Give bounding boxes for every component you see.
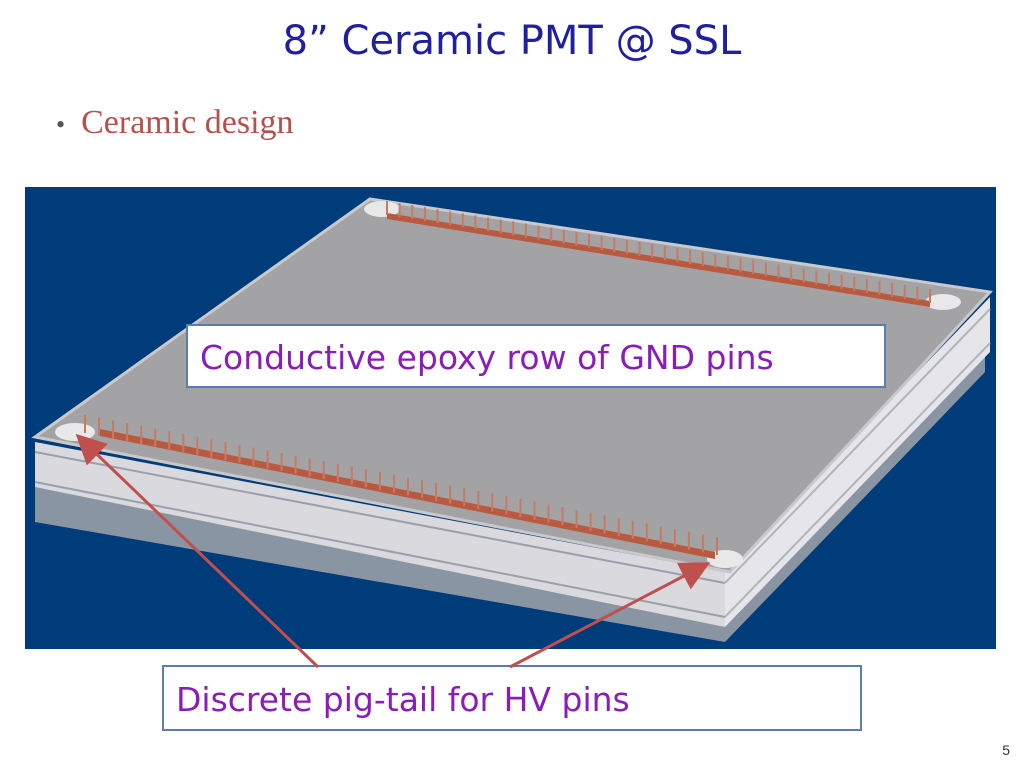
gnd-pins-callout: Conductive epoxy row of GND pins xyxy=(186,324,886,388)
bullet-icon: • xyxy=(56,110,66,140)
gnd-epoxy-strip-top xyxy=(387,213,930,307)
ceramic-pmt-render xyxy=(25,187,996,649)
slide-title: 8” Ceramic PMT @ SSL xyxy=(282,18,742,64)
pin-pad-top-left xyxy=(364,201,400,217)
gnd-pin-row-top xyxy=(386,201,931,303)
hv-pins-callout: Discrete pig-tail for HV pins xyxy=(162,665,862,731)
bullet-item: • Ceramic design xyxy=(56,104,294,142)
plate-side-right xyxy=(725,297,990,627)
bullet-text: Ceramic design xyxy=(81,104,294,141)
hv-pin-pad-left xyxy=(55,423,95,441)
slide-number: 5 xyxy=(1002,742,1010,758)
pin-pad-top-right xyxy=(925,294,961,310)
